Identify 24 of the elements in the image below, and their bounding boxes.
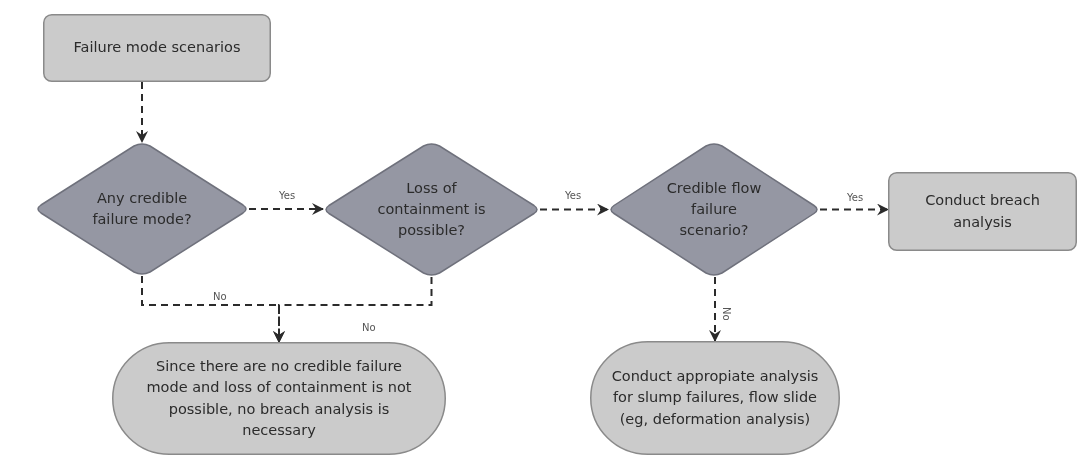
edge-label: No [360, 322, 378, 334]
edge-label: Yes [845, 192, 866, 204]
edge-label: No [720, 305, 732, 323]
node-text: Since there are no credible failure mode and loss of containment is not possible, no breach analysis is necessary [145, 357, 413, 440]
node-text: Failure mode scenarios [73, 38, 241, 58]
edge-label: Yes [563, 190, 584, 202]
arrow [539, 203, 609, 216]
decision-diamond [35, 142, 249, 276]
node-text: Credible flow failure scenario? [665, 178, 763, 240]
arrow [248, 203, 324, 215]
node-text: Conduct breach analysis [924, 191, 1041, 232]
edge-label: Yes [277, 190, 298, 202]
node-text: Any credible failure mode? [91, 189, 193, 229]
decision-diamond [608, 142, 820, 277]
edge-label: No [211, 291, 229, 303]
arrow [136, 81, 148, 143]
process-box [888, 172, 1077, 251]
arrow [709, 276, 721, 342]
decision-diamond [323, 142, 540, 277]
node-text: Conduct appropiate analysis for slump failures, flow slide (eg, deformation analysis) [610, 367, 820, 429]
arrow [273, 276, 433, 343]
process-box [43, 14, 271, 82]
arrow [819, 203, 889, 216]
node-text: Loss of containment is possible? [376, 178, 487, 240]
